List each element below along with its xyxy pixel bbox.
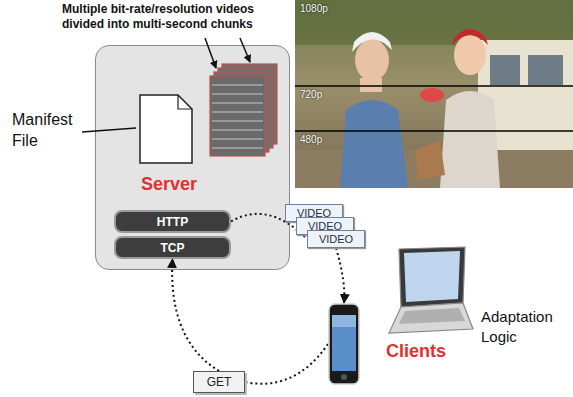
node-text: Clients bbox=[386, 341, 466, 362]
get-request: GET bbox=[193, 371, 245, 393]
laptop-icon bbox=[385, 245, 475, 335]
client-laptop: Adaptation Logic bbox=[385, 245, 475, 335]
node-text: Server bbox=[141, 174, 221, 195]
caption-note: Multiple bit-rate/resolution videos divi… bbox=[62, 2, 297, 32]
protocol-bar: HTTP bbox=[114, 210, 231, 233]
video-still bbox=[295, 0, 573, 188]
resolution-label: 480p bbox=[300, 134, 322, 145]
chunk-stack bbox=[210, 64, 277, 156]
dotted-connector bbox=[245, 344, 328, 384]
manifest-icon bbox=[82, 95, 192, 163]
node-text: Adaptation Logic bbox=[481, 307, 569, 348]
node-text: HTTP bbox=[157, 215, 188, 229]
label-arrows bbox=[205, 38, 250, 68]
protocol-bar: TCP bbox=[114, 236, 231, 259]
dotted-connector bbox=[172, 259, 219, 371]
resolution-label: 720p bbox=[300, 89, 322, 100]
node-text: TCP bbox=[161, 241, 185, 255]
manifest-label: Manifest File bbox=[12, 110, 92, 152]
dotted-connector bbox=[231, 214, 307, 239]
node-text: GET bbox=[207, 375, 232, 389]
node-text: VIDEO bbox=[319, 233, 353, 245]
video-chunk: VIDEO bbox=[307, 230, 365, 248]
dotted-connector bbox=[336, 248, 344, 303]
client-phone: Clients bbox=[328, 303, 360, 385]
resolution-label: 1080p bbox=[300, 3, 328, 14]
phone-icon bbox=[328, 303, 360, 385]
